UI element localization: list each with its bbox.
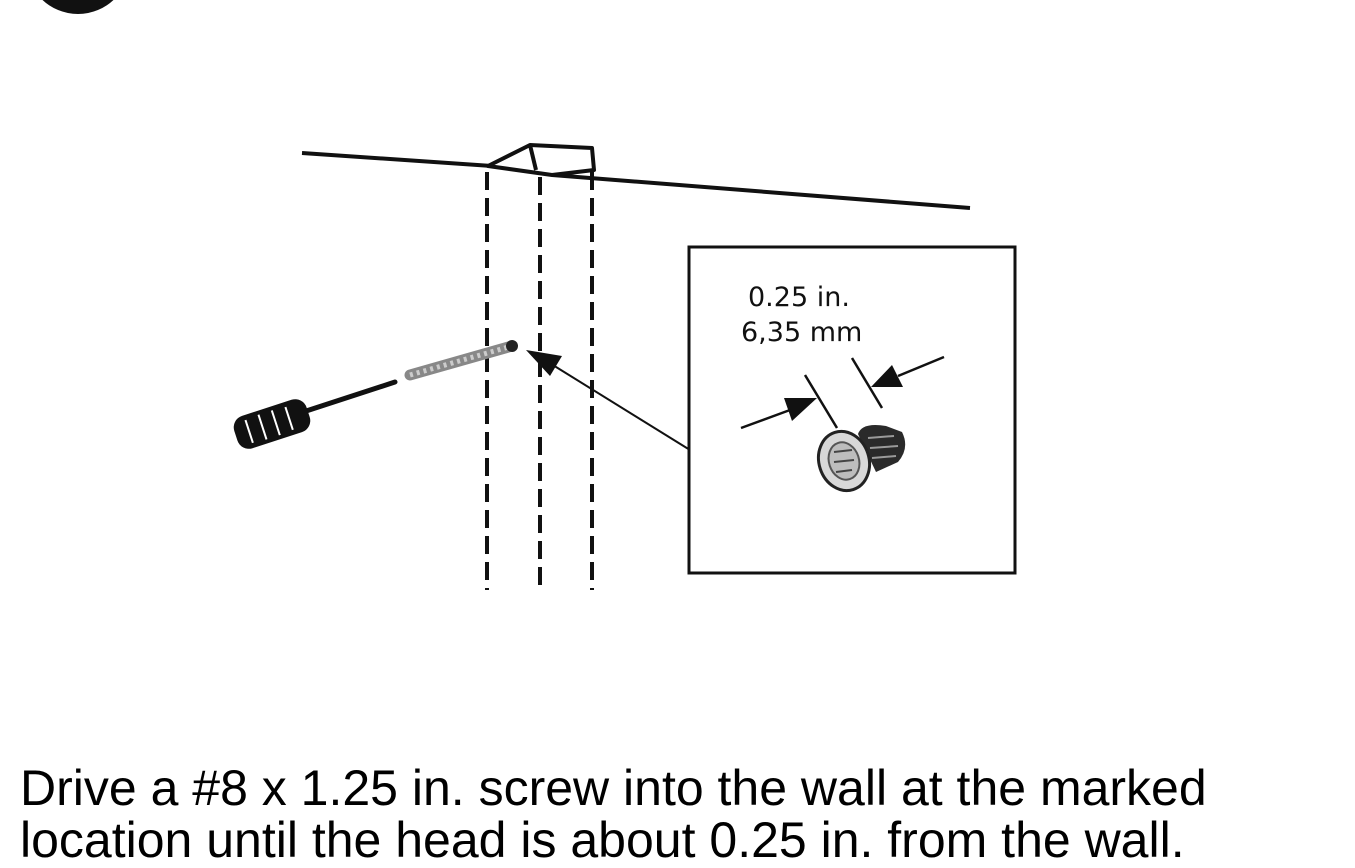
instruction-caption: Drive a #8 x 1.25 in. screw into the wal… (20, 762, 1350, 866)
step-number-badge (42, 0, 114, 14)
caption-line-2: location until the head is about 0.25 in… (20, 812, 1185, 868)
extension-line-right (850, 357, 884, 409)
leader-arrow (526, 350, 691, 451)
screw-head-detail-icon (816, 425, 906, 493)
inset-dimension-inches: 0.25 in. (748, 282, 850, 313)
caption-line-1: Drive a #8 x 1.25 in. screw into the wal… (20, 760, 1207, 816)
screwdriver-icon (233, 379, 398, 449)
dimension-arrow-left (740, 398, 817, 430)
installation-illustration: 0.25 in. 6,35 mm (42, 0, 1017, 590)
dimension-arrow-right (871, 355, 945, 387)
inset-dimension-mm: 6,35 mm (741, 317, 862, 348)
inset-detail-box: 0.25 in. 6,35 mm (687, 245, 1017, 575)
screw-icon (404, 340, 518, 381)
stud-hidden-lines (485, 172, 594, 590)
wall-top-edge (301, 143, 971, 210)
extension-line-left (803, 374, 839, 429)
